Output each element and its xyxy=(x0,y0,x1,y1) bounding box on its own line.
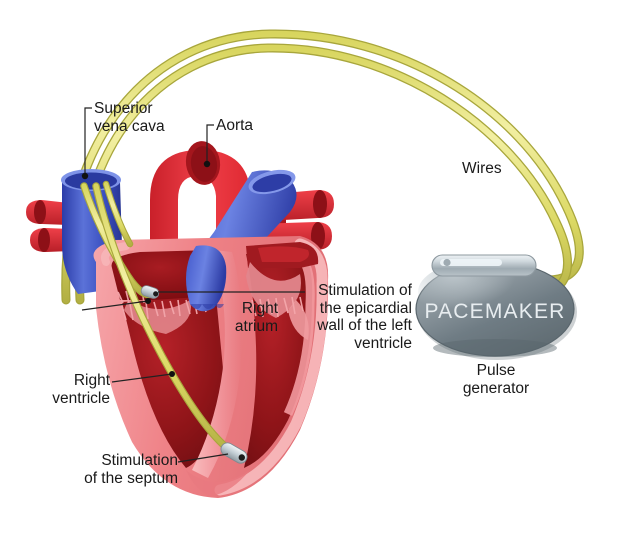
device-header xyxy=(431,254,537,277)
pulmonary-vein-stub xyxy=(186,245,227,312)
aorta-arch xyxy=(150,149,286,300)
device-label: PACEMAKER xyxy=(424,300,565,323)
electrode-tip-septum xyxy=(220,442,248,464)
pacing-leads xyxy=(80,180,248,464)
label-right-atrium: Right atrium xyxy=(234,300,278,335)
heart-body xyxy=(93,236,329,498)
label-wires: Wires xyxy=(462,160,502,177)
label-right-ventricle: Right ventricle xyxy=(52,372,110,407)
pulse-generator-device: PACEMAKER xyxy=(415,254,577,360)
label-pulse-generator: Pulse generator xyxy=(462,362,530,397)
label-stimulation-septum: Stimulation of the septum xyxy=(84,452,178,487)
leader-lines xyxy=(81,107,305,463)
interventricular-septum xyxy=(192,250,242,478)
electrode-tip-epicardial xyxy=(140,285,160,299)
label-aorta: Aorta xyxy=(216,117,254,134)
pacemaker-wires xyxy=(61,29,584,305)
label-stimulation-epicardial: Stimulation of the epicardial wall of th… xyxy=(317,282,412,352)
label-superior-vena-cava: Superior vena cava xyxy=(94,100,165,135)
